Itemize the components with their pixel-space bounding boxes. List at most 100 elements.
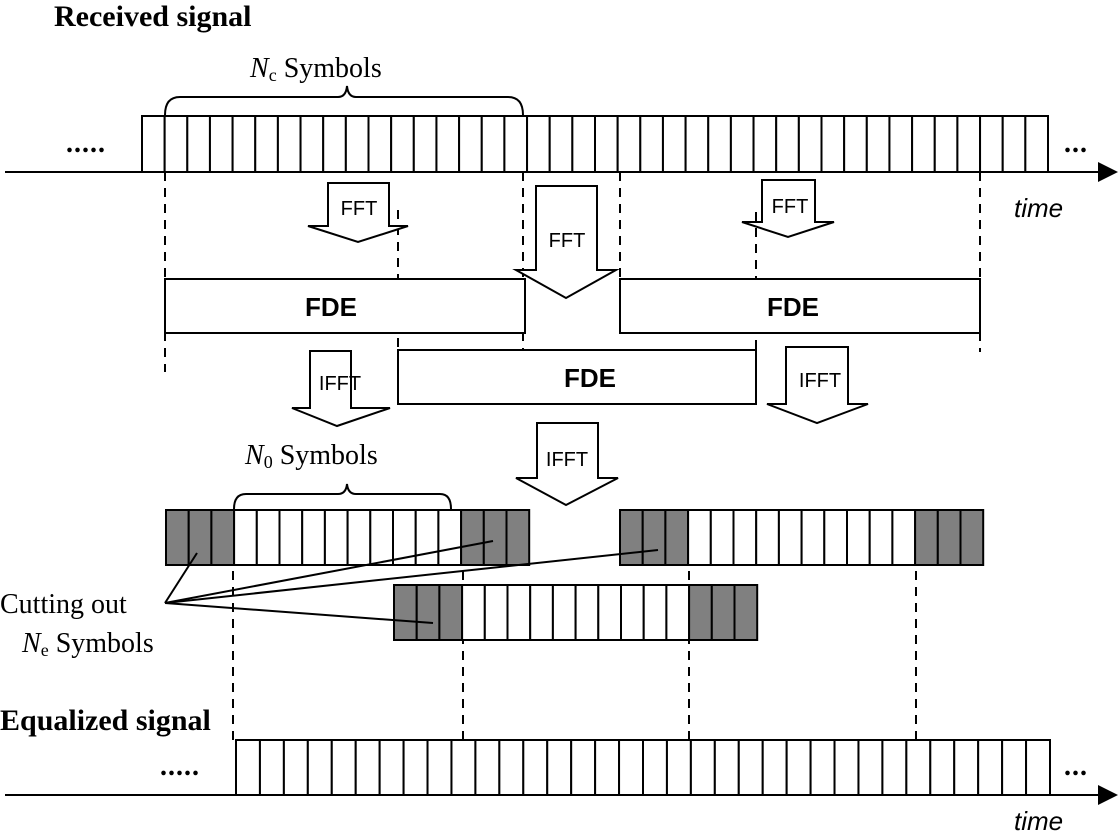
down-arrow-icon bbox=[515, 422, 619, 507]
received-symbol-row bbox=[141, 115, 1049, 173]
guard-symbol bbox=[710, 584, 736, 641]
cutting-out-label: Cutting out bbox=[0, 589, 127, 620]
symbol-cell bbox=[1001, 739, 1028, 796]
symbol-cell bbox=[752, 115, 778, 173]
symbol-cell bbox=[891, 509, 917, 566]
ifft-label: IFFT bbox=[546, 449, 588, 471]
fft-label: FFT bbox=[772, 196, 809, 218]
symbol-cell bbox=[299, 115, 325, 173]
ifft-arrow-1: IFFT bbox=[291, 350, 391, 428]
guard-symbol bbox=[619, 509, 644, 566]
symbol-cell bbox=[254, 115, 279, 173]
equalized-signal-title: Equalized signal bbox=[0, 704, 211, 737]
symbol-cell bbox=[529, 584, 554, 641]
symbol-cell bbox=[354, 739, 381, 796]
symbol-cell bbox=[551, 584, 577, 641]
guard-symbol bbox=[393, 584, 418, 641]
fft-label: FFT bbox=[549, 230, 586, 252]
ellipsis-right-top: ... bbox=[1064, 128, 1088, 159]
fde-block-2: FDE bbox=[619, 278, 981, 334]
symbol-cell bbox=[642, 739, 668, 796]
symbol-cell bbox=[322, 115, 347, 173]
symbol-cell bbox=[367, 115, 393, 173]
symbol-cell bbox=[929, 739, 956, 796]
symbol-cell bbox=[618, 739, 645, 796]
guard-symbol bbox=[641, 509, 667, 566]
symbol-cell bbox=[665, 739, 692, 796]
symbol-cell bbox=[548, 115, 574, 173]
symbol-cell bbox=[709, 509, 735, 566]
ifft-arrow-2: IFFT bbox=[766, 346, 869, 425]
symbol-cell bbox=[574, 584, 600, 641]
symbol-cell bbox=[857, 739, 884, 796]
symbol-cell bbox=[616, 115, 642, 173]
symbol-cell bbox=[597, 584, 622, 641]
fde-label: FDE bbox=[305, 292, 357, 322]
symbol-cell bbox=[729, 115, 755, 173]
symbol-cell bbox=[1025, 739, 1052, 796]
symbol-cell bbox=[800, 509, 826, 566]
symbol-cell bbox=[977, 739, 1004, 796]
symbol-cell bbox=[911, 115, 936, 173]
symbol-cell bbox=[881, 739, 908, 796]
guard-symbol bbox=[210, 509, 236, 566]
symbol-cell bbox=[483, 584, 509, 641]
symbol-cell bbox=[458, 115, 483, 173]
fde-block-3: FDE bbox=[397, 349, 757, 405]
symbol-cell bbox=[665, 584, 691, 641]
symbol-cell bbox=[480, 115, 506, 173]
guard-symbol bbox=[959, 509, 985, 566]
guard-symbol bbox=[415, 584, 441, 641]
symbol-cell bbox=[833, 739, 860, 796]
time-label-top: time bbox=[1014, 193, 1063, 223]
guard-symbol bbox=[688, 584, 713, 641]
ifft-label: IFFT bbox=[319, 373, 361, 395]
fft-arrow-2: FFT bbox=[512, 185, 620, 300]
symbol-cell bbox=[620, 584, 645, 641]
guard-symbol bbox=[733, 584, 759, 641]
symbol-cell bbox=[594, 115, 619, 173]
time-axis-top-arrow-icon bbox=[1098, 162, 1118, 182]
symbol-cell bbox=[979, 115, 1004, 173]
symbol-cell bbox=[956, 115, 982, 173]
symbol-cell bbox=[498, 739, 525, 796]
symbol-cell bbox=[933, 115, 959, 173]
symbol-cell bbox=[526, 115, 551, 173]
symbol-cell bbox=[390, 115, 415, 173]
symbol-cell bbox=[503, 115, 529, 173]
symbol-cell bbox=[255, 509, 281, 566]
symbol-cell bbox=[809, 739, 836, 796]
fft-arrow-1: FFT bbox=[307, 182, 409, 244]
symbol-cell bbox=[330, 739, 357, 796]
symbol-cell bbox=[737, 739, 764, 796]
equalized-block-rows bbox=[165, 509, 985, 641]
symbol-cell bbox=[163, 115, 189, 173]
symbol-cell bbox=[437, 509, 463, 566]
fde-rect bbox=[397, 349, 757, 405]
down-arrow-icon bbox=[512, 185, 620, 300]
symbol-cell bbox=[785, 739, 812, 796]
symbol-cell bbox=[775, 115, 800, 173]
fft-arrow-3: FFT bbox=[741, 179, 835, 239]
guard-symbol bbox=[505, 509, 531, 566]
ne-symbols-label: Ne Symbols bbox=[21, 628, 154, 660]
pointer-line bbox=[164, 540, 494, 604]
symbol-cell bbox=[301, 509, 326, 566]
fde-label: FDE bbox=[767, 292, 819, 322]
guard-symbol bbox=[914, 509, 939, 566]
symbol-cell bbox=[846, 509, 871, 566]
symbol-cell bbox=[426, 739, 453, 796]
down-arrow-icon bbox=[766, 346, 869, 425]
fde-rect bbox=[619, 278, 981, 334]
symbol-cell bbox=[639, 115, 664, 173]
guard-symbol bbox=[482, 509, 508, 566]
fde-rect bbox=[164, 278, 526, 334]
fde-block-1: FDE bbox=[164, 278, 526, 334]
guard-symbol bbox=[165, 509, 190, 566]
symbol-cell bbox=[346, 509, 372, 566]
fde-label: FDE bbox=[564, 363, 616, 393]
n0-symbols-label: N0 Symbols bbox=[244, 440, 378, 472]
symbol-cell bbox=[282, 739, 309, 796]
guard-symbol bbox=[438, 584, 464, 641]
symbol-cell bbox=[546, 739, 573, 796]
